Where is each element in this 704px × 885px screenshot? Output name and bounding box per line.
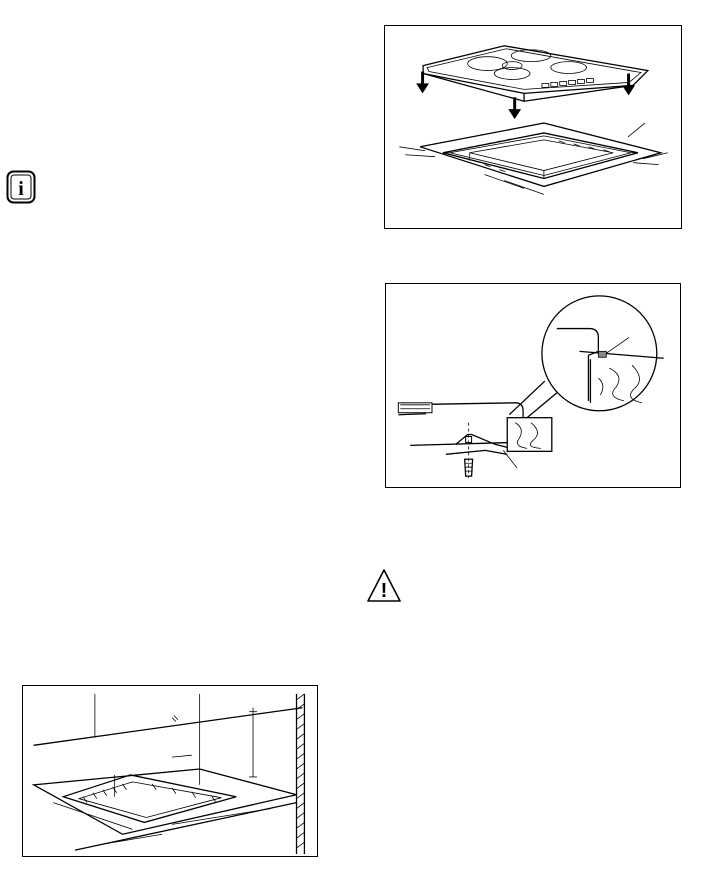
worktop-cutout-illustration [23, 686, 317, 856]
info-icon: i [6, 170, 36, 204]
sealing-strip-detail-illustration [386, 284, 680, 487]
cutout-dimensions-figure [22, 685, 318, 857]
warning-mark: ! [381, 580, 388, 602]
warning-triangle-icon: ! [366, 568, 402, 604]
info-letter: i [18, 178, 24, 200]
hob-into-worktop-illustration [385, 26, 681, 228]
hob-installation-figure [384, 25, 682, 229]
seal-detail-figure [385, 283, 681, 488]
